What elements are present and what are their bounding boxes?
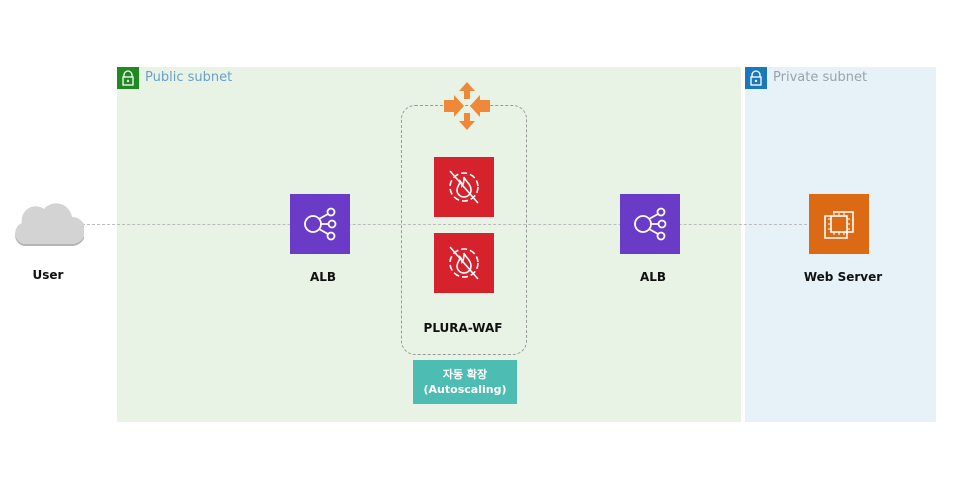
autoscaling-label-en: (Autoscaling): [423, 383, 507, 396]
waf-icon: [434, 233, 494, 293]
autoscaling-label-ko: 자동 확장: [442, 368, 488, 381]
cloud-icon: [12, 200, 86, 254]
alb-icon: [620, 194, 680, 254]
ec2-instance-icon: [809, 194, 869, 254]
user-label: User: [32, 268, 64, 282]
lock-icon: [117, 67, 139, 89]
connection-line: [82, 224, 812, 225]
waf-label: PLURA-WAF: [423, 321, 503, 335]
waf-icon: [434, 157, 494, 217]
public-subnet-title: Public subnet: [145, 70, 233, 85]
waf-autoscaling-group: [401, 105, 527, 355]
autoscaling-badge: 자동 확장 (Autoscaling): [413, 360, 517, 404]
private-subnet-title: Private subnet: [773, 70, 868, 85]
autoscaling-arrows-icon: [442, 82, 492, 134]
alb-label: ALB: [639, 270, 667, 284]
web-server-label: Web Server: [803, 270, 883, 284]
alb-icon: [290, 194, 350, 254]
alb-label: ALB: [309, 270, 337, 284]
lock-icon: [745, 67, 767, 89]
